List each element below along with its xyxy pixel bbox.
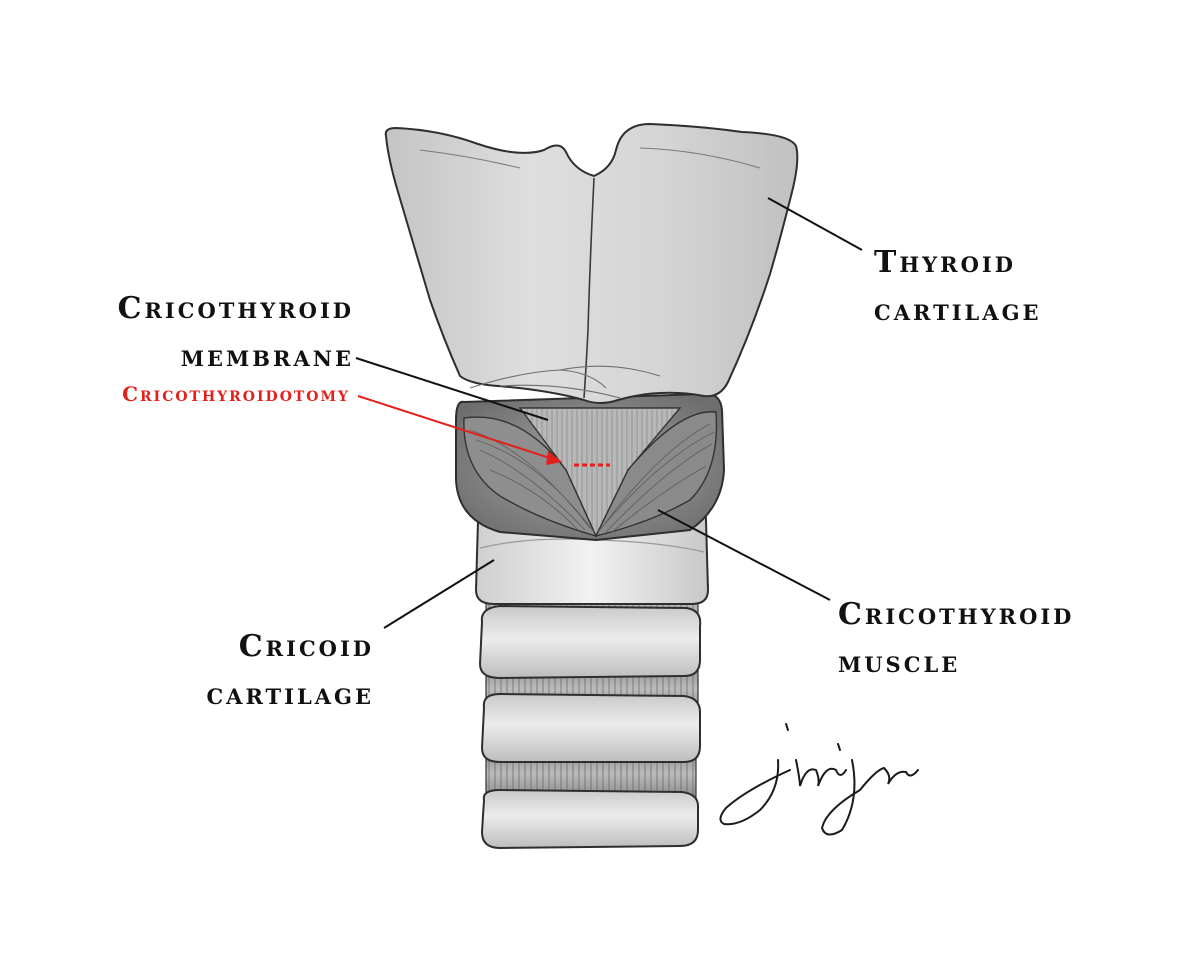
- label-cricoid-line1: Cricoid: [238, 629, 374, 664]
- label-cricothyroid-muscle-line2: muscle: [838, 645, 961, 680]
- leader-membrane: [355, 357, 549, 421]
- leader-lines: [355, 197, 863, 629]
- label-cricothyroid-muscle-line1: Cricothyroid: [838, 597, 1075, 632]
- label-thyroid-line2: cartilage: [874, 293, 1042, 328]
- label-cricothyroid-membrane-line2: membrane: [180, 339, 354, 374]
- label-cricothyroid-membrane-line1: Cricothyroid: [117, 291, 354, 326]
- cricothyroid-region: [455, 392, 726, 542]
- leader-thyroid: [767, 197, 863, 251]
- cricothyroidotomy-marker: [357, 395, 610, 467]
- artist-signature: [719, 723, 919, 836]
- thyroid-cartilage-shape: [384, 122, 799, 404]
- leader-muscle: [657, 509, 831, 601]
- label-thyroid-line1: Thyroid: [874, 245, 1016, 280]
- label-cricoid-line2: cartilage: [206, 677, 374, 712]
- trachea-rings: [478, 604, 702, 850]
- leader-cricoid: [383, 559, 495, 629]
- label-cricothyroidotomy: Cricothyroidotomy: [122, 382, 350, 406]
